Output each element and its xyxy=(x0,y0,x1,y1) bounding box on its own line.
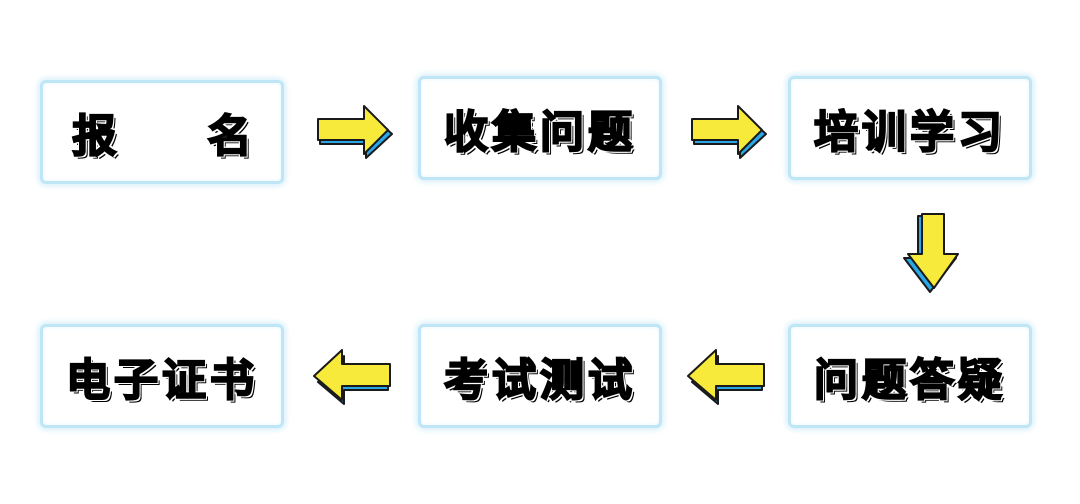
step-label-collect-questions: 收集问题 xyxy=(443,106,636,159)
step-label-exam-test: 考试测试 xyxy=(443,354,636,407)
step-label-signup: 报 名 xyxy=(71,110,290,163)
arrow-left-icon xyxy=(687,349,765,405)
step-box-exam-test: 考试测试 xyxy=(418,324,662,428)
arrow-down-icon xyxy=(903,213,959,293)
step-label-e-certificate: 电子证书 xyxy=(65,354,258,407)
step-box-training-study: 培训学习 xyxy=(788,76,1032,180)
step-box-signup: 报 名 xyxy=(40,80,284,184)
step-label-training-study: 培训学习 xyxy=(813,106,1006,159)
step-label-question-answer: 问题答疑 xyxy=(813,354,1006,407)
step-box-question-answer: 问题答疑 xyxy=(788,324,1032,428)
step-box-collect-questions: 收集问题 xyxy=(418,76,662,180)
arrow-right-icon xyxy=(691,105,767,159)
arrow-right-icon xyxy=(317,105,393,159)
arrow-left-icon xyxy=(313,349,391,405)
step-box-e-certificate: 电子证书 xyxy=(40,324,284,428)
